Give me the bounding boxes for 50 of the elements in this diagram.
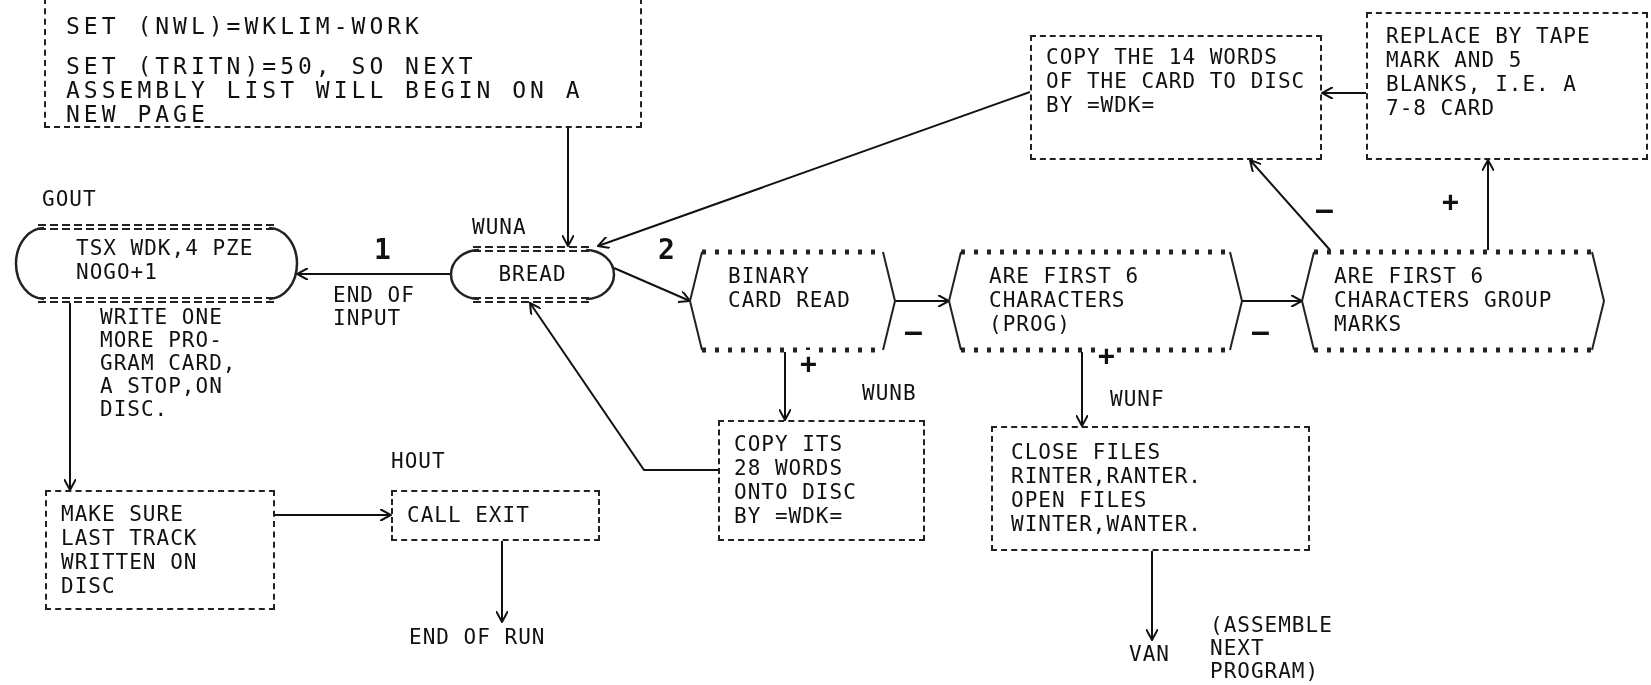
node-text: TSX WDK,4 PZE NOGO+1: [76, 236, 255, 284]
flow-arrow: [613, 267, 691, 304]
flow-arrow: [274, 508, 392, 522]
node-text: COPY ITS 28 WORDS ONTO DISC BY =WDK=: [734, 432, 858, 528]
process-box: [1030, 35, 1322, 160]
process-box: [44, 0, 642, 128]
node-caption: WUNF: [1110, 388, 1165, 411]
note-text: END OF INPUT: [333, 284, 416, 330]
node-text: BINARY CARD READ: [728, 264, 852, 312]
node-text: END OF RUN: [409, 625, 547, 649]
node-text: ARE FIRST 6 CHARACTERS GROUP MARKS: [1334, 264, 1554, 336]
flow-arrow: [1241, 294, 1303, 308]
node-text: SET (NWL)=WKLIM-WORK: [66, 14, 424, 38]
flow-arrow: [1075, 351, 1089, 427]
flow-arrow: [894, 294, 950, 308]
terminal-oval: [451, 246, 614, 303]
flow-arrow: [597, 91, 1031, 249]
node-text: CALL EXIT: [407, 503, 531, 527]
node-caption: GOUT: [42, 188, 97, 211]
terminal-oval: [16, 224, 297, 303]
flow-arrow: [495, 540, 509, 623]
flow-arrow: [63, 302, 77, 491]
node-text: ARE FIRST 6 CHARACTERS (PROG): [989, 264, 1141, 336]
node-text: CLOSE FILES RINTER,RANTER. OPEN FILES WINTER,WANTER.: [1011, 440, 1203, 536]
node-caption: HOUT: [391, 450, 446, 473]
process-box: [1366, 12, 1648, 160]
flow-arrow: [1145, 550, 1159, 641]
flow-arrow: [529, 302, 719, 471]
flow-arrow: [1321, 86, 1367, 100]
flow-arrow: [1481, 159, 1495, 251]
flow-arrow: [778, 351, 792, 421]
node-text: VAN: [1129, 642, 1171, 666]
node-caption: (ASSEMBLE NEXT PROGRAM): [1210, 614, 1334, 683]
node-caption: WUNB: [862, 382, 917, 405]
node-caption: WUNA: [472, 216, 527, 239]
node-text: SET (TRITN)=50, SO NEXT ASSEMBLY LIST WILL BEGIN ON A NEW PAGE: [66, 54, 585, 126]
node-text: MAKE SURE LAST TRACK WRITTEN ON DISC: [61, 502, 199, 598]
process-box: [991, 426, 1310, 551]
node-caption: WRITE ONE MORE PRO- GRAM CARD, A STOP,ON DISC.: [100, 306, 238, 421]
flow-arrow: [1249, 159, 1331, 251]
process-box: [45, 490, 275, 610]
node-text: BREAD: [497, 262, 568, 286]
decision-hexagon: [690, 250, 895, 352]
process-box: [391, 490, 600, 541]
flow-arrow: [296, 267, 452, 281]
node-text: REPLACE BY TAPE MARK AND 5 BLANKS, I.E. A 7-8 CARD: [1386, 24, 1592, 120]
flow-arrow: [561, 127, 575, 247]
node-text: COPY THE 14 WORDS OF THE CARD TO DISC BY =WDK=: [1046, 45, 1307, 117]
process-box: [718, 420, 925, 541]
decision-hexagon: [1302, 250, 1604, 352]
